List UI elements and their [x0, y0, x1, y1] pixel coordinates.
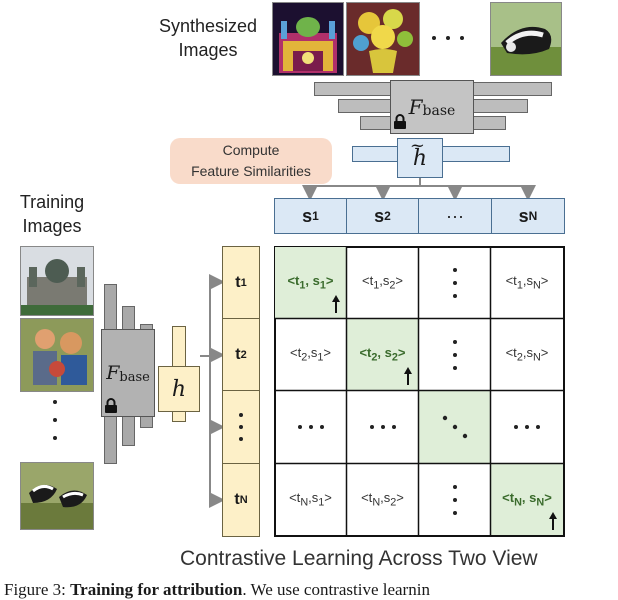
matrix-cell-tn-dots — [419, 464, 490, 535]
s-header-ellipsis: ··· — [418, 198, 492, 234]
synth-image-cathedral — [272, 2, 344, 76]
h-block: h — [158, 366, 200, 412]
train-image-cathedral — [20, 246, 94, 316]
synthesized-images-label: Synthesized Images — [158, 16, 258, 60]
matrix-cell-t2-s2: <t2, s2> — [347, 319, 418, 390]
train-image-skunks — [20, 462, 94, 530]
figure-caption: Figure 3: Training for attribution. We u… — [4, 580, 430, 599]
compute-feature-label: Compute Feature Similarities — [191, 142, 311, 179]
matrix-cell-dots-sn — [491, 391, 563, 463]
matrix-cell-t1-s2: <t1,s2> — [362, 273, 403, 292]
synth-image-flowers — [346, 2, 420, 76]
matrix-cell-t1-sn: <t1,sN> — [505, 273, 549, 292]
matrix-grid-lines — [274, 246, 565, 537]
bottom-title: Contrastive Learning Across Two View — [180, 547, 538, 570]
synth-image-skunk — [490, 2, 562, 76]
synth-ellipsis — [432, 36, 464, 40]
matrix-cell-t2-sn: <t2,sN> — [505, 345, 549, 364]
t-row-ellipsis — [222, 390, 260, 464]
matrix-cell-diagonal-dots — [419, 391, 490, 463]
matrix-cell-tn-s2: <tN,s2> — [361, 490, 404, 509]
similarity-matrix — [274, 246, 565, 537]
matrix-cell-t1-dots — [419, 247, 490, 318]
training-images-label: Training Images — [19, 192, 85, 236]
matrix-cell-dots-s2 — [347, 391, 418, 463]
matrix-cell-t1-s1: <t1, s1> — [275, 247, 346, 318]
matrix-cell-t2-dots — [419, 319, 490, 390]
train-image-painting — [20, 318, 94, 392]
matrix-cell-dots-s1 — [275, 391, 346, 463]
compute-feature-bubble — [170, 138, 332, 184]
left-lock-icon — [105, 398, 117, 413]
h-tilde-block: ~h — [397, 135, 443, 178]
matrix-cell-tn-sn: <tN, sN> — [491, 464, 563, 535]
train-vertical-ellipsis — [52, 400, 58, 452]
top-lock-icon — [394, 114, 406, 129]
matrix-cell-t2-s1: <t2,s1> — [290, 345, 331, 364]
matrix-cell-tn-s1: <tN,s1> — [289, 490, 332, 509]
